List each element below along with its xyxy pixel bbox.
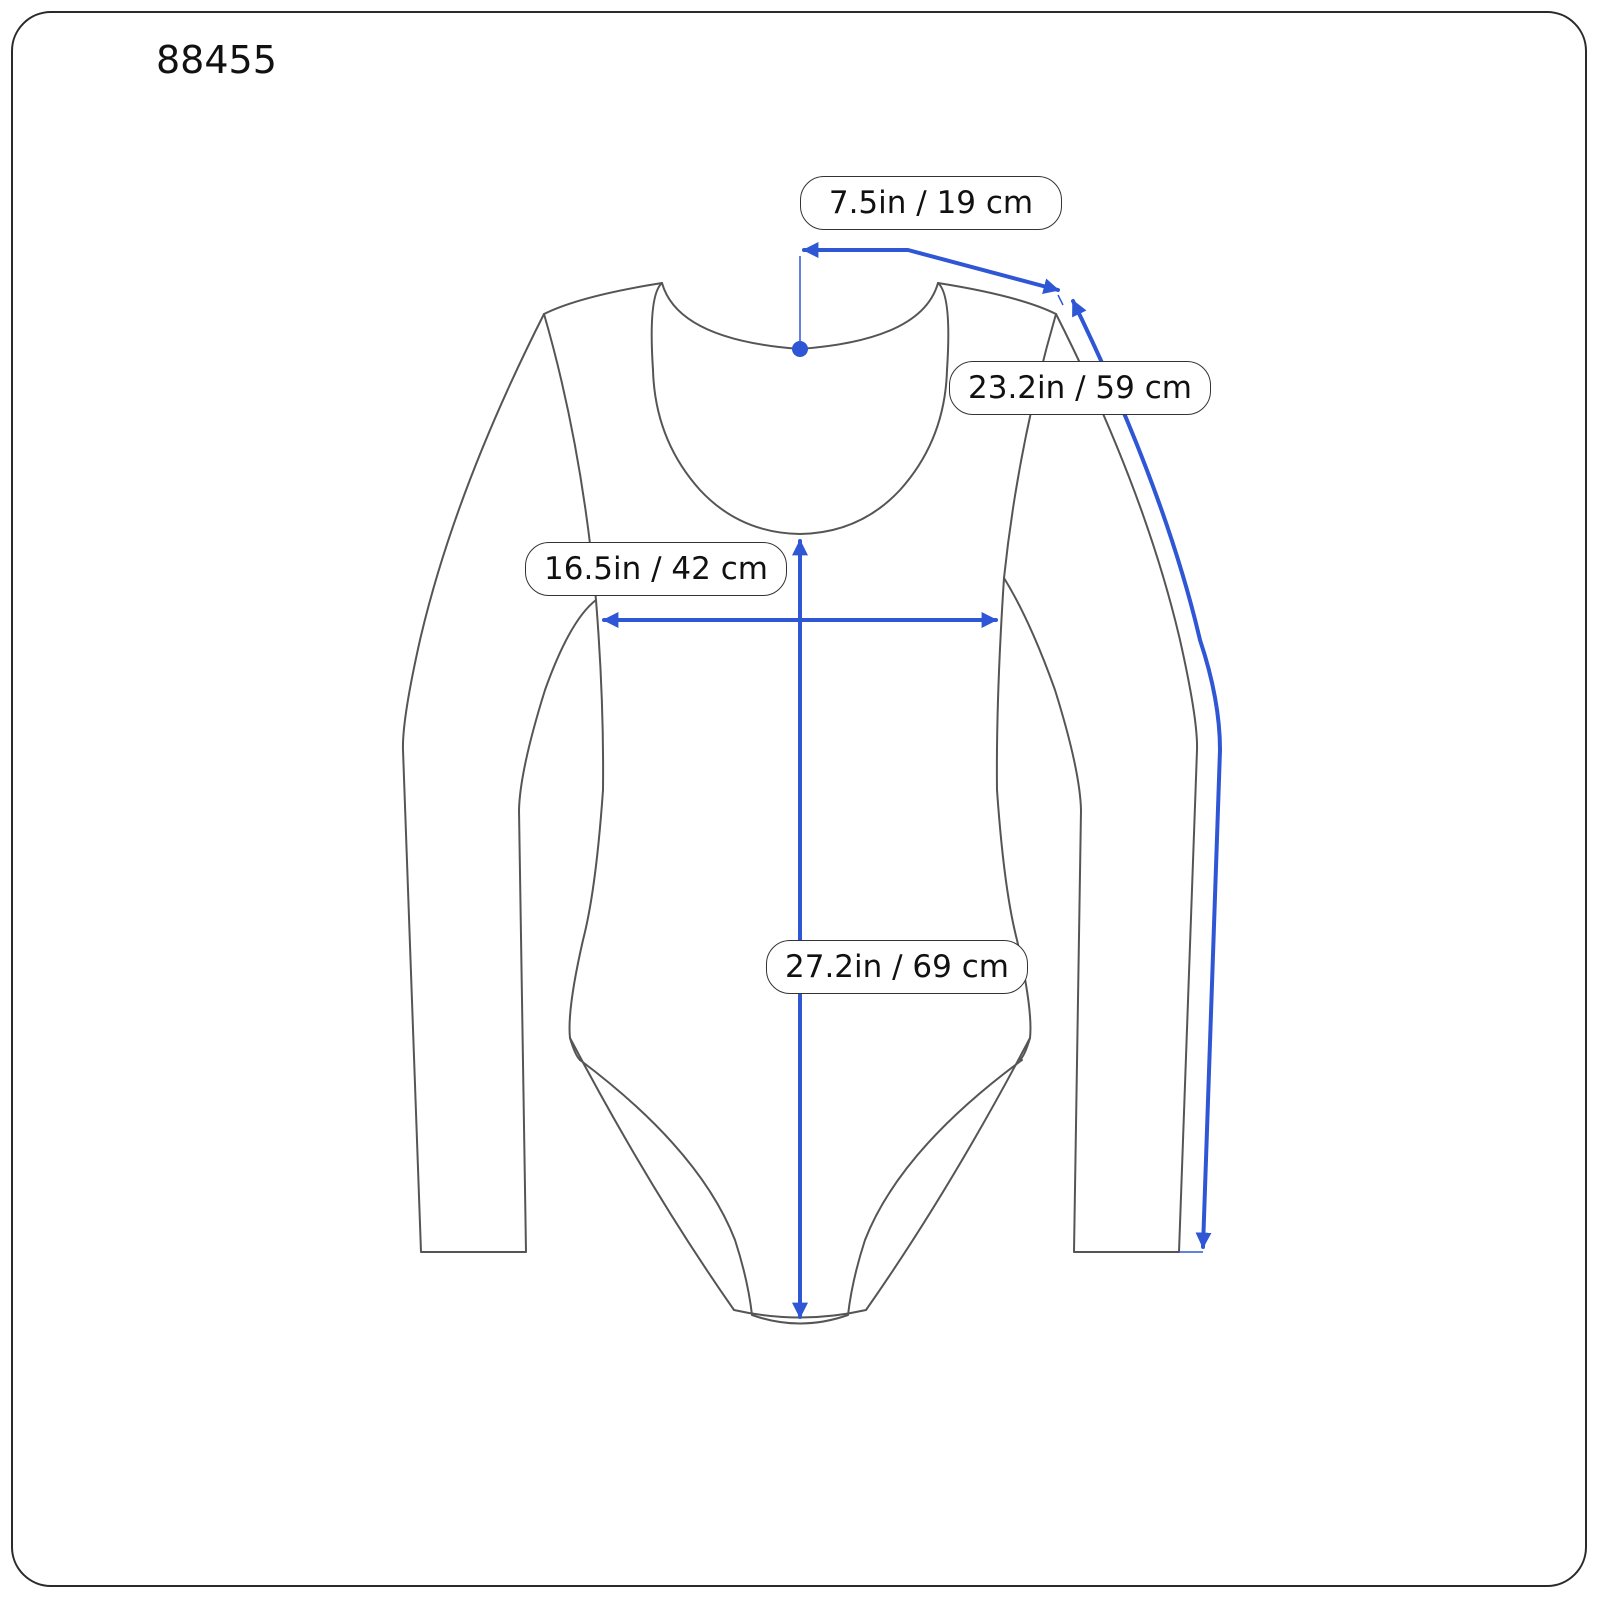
body-length-label: 27.2in / 69 cm xyxy=(766,940,1028,994)
product-code: 88455 xyxy=(156,38,277,82)
right-armhole xyxy=(1003,313,1057,579)
left-body-side xyxy=(568,599,605,1061)
neck-width-label: 7.5in / 19 cm xyxy=(800,176,1062,230)
left-shoulder-sleeve-outer xyxy=(401,282,663,1253)
back-neckline xyxy=(650,282,950,535)
sleeve-leader-line xyxy=(1057,294,1064,306)
sleeve-length-label: 23.2in / 59 cm xyxy=(949,361,1211,415)
chest-width-label: 16.5in / 42 cm xyxy=(525,542,787,596)
neck-width-arrow xyxy=(802,242,1060,295)
neck-center-point xyxy=(792,341,808,357)
neck-width-measure xyxy=(792,242,1060,357)
left-leg-opening xyxy=(579,1059,1023,1325)
right-shoulder-sleeve-outer xyxy=(937,282,1199,1253)
sleeve-length-arrow xyxy=(1071,299,1222,1249)
right-body-side xyxy=(995,577,1032,1061)
